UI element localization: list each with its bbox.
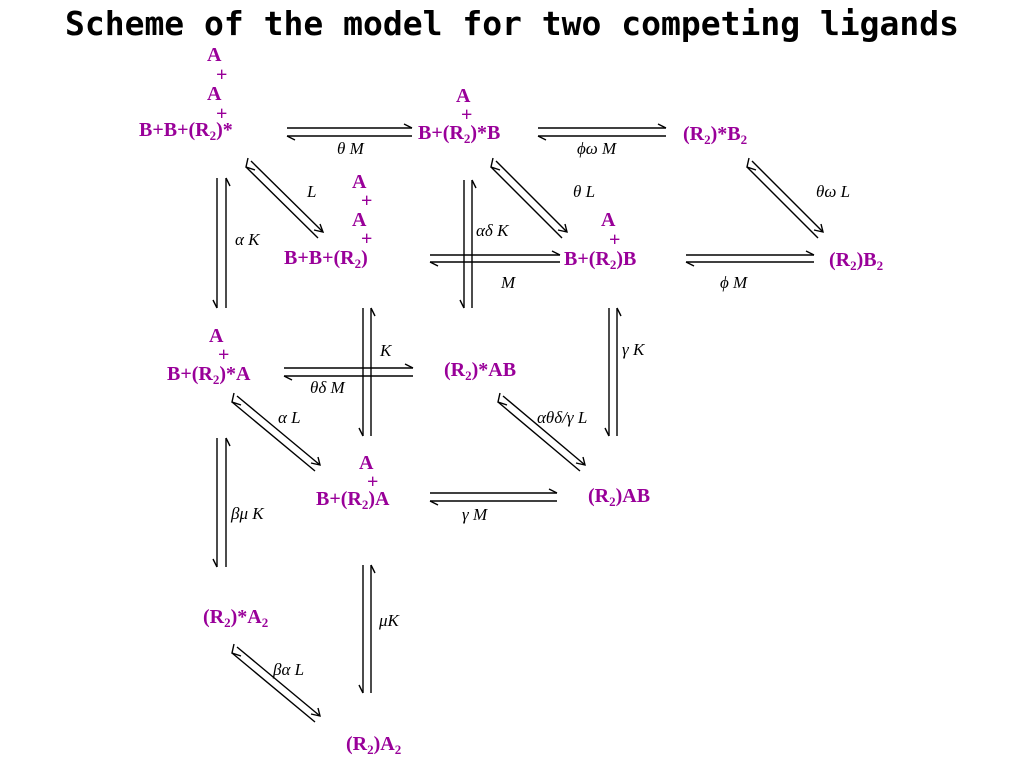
arrow-diag5-back — [497, 401, 581, 472]
ligand-plus: + — [609, 229, 621, 251]
rate-phi-omega-m: ϕω M — [577, 139, 617, 158]
arrow-diag5-forward — [502, 395, 586, 466]
rate-m: M — [501, 273, 516, 292]
species-b-r2-star-a: B+(R2)*A — [167, 363, 251, 387]
species-b-r2-b: B+(R2)B — [564, 248, 637, 272]
rate-theta-omega-l: θω L — [816, 182, 851, 201]
rate-theta-l: θ L — [573, 182, 596, 201]
ligand-a: A — [207, 83, 222, 105]
rate-mu-k: μK — [379, 611, 399, 630]
arrow-diag3-back — [746, 166, 819, 239]
arrow-diag1-forward — [250, 160, 324, 233]
ligand-plus: + — [216, 103, 228, 125]
species-b-r2-a: B+(R2)A — [316, 488, 390, 512]
rate-l: L — [307, 182, 317, 201]
ligand-plus: + — [461, 104, 473, 126]
ligand-a: A — [352, 171, 367, 193]
species-bb-r2-star: B+B+(R2)* — [139, 119, 233, 143]
rate-gamma-m: γ M — [462, 505, 488, 524]
rate-phi-m: ϕ M — [720, 273, 748, 292]
ligand-plus: + — [361, 228, 373, 250]
arrow-diag4-forward — [236, 395, 321, 466]
arrow-diag1-back — [245, 166, 319, 239]
arrow-diag3-forward — [751, 160, 824, 233]
rate-theta-delta-m: θδ M — [310, 378, 345, 397]
arrow-diag2-back — [490, 166, 563, 239]
species-r2-b2: (R2)B2 — [829, 249, 884, 273]
species-r2-ab: (R2)AB — [588, 485, 651, 509]
rate-alpha-l: α L — [278, 408, 301, 427]
species-r2-star-b2: (R2)*B2 — [683, 123, 748, 147]
arrow-diag4-back — [231, 401, 316, 472]
ligand-plus: + — [218, 344, 230, 366]
arrow-diag6-forward — [236, 646, 321, 717]
ligand-a: A — [601, 209, 616, 231]
ligand-a: A — [209, 325, 224, 347]
ligand-plus: + — [361, 190, 373, 212]
ligand-a: A — [456, 85, 471, 107]
rate-gamma-k: γ K — [622, 340, 645, 359]
ligand-a: A — [207, 44, 222, 66]
ligand-plus: + — [367, 471, 379, 493]
rate-beta-mu-k: βμ K — [231, 504, 264, 523]
ligand-a: A — [359, 452, 374, 474]
arrow-diag2-forward — [495, 160, 568, 233]
arrow-diag6-back — [231, 652, 316, 723]
rate-k: K — [380, 341, 392, 360]
species-r2-star-a2: (R2)*A2 — [203, 606, 269, 630]
rate-theta-m: θ M — [337, 139, 364, 158]
species-b-r2-star-b: B+(R2)*B — [418, 122, 501, 146]
species-bb-r2: B+B+(R2) — [284, 247, 368, 271]
species-r2-a2: (R2)A2 — [346, 733, 402, 757]
rate-alpha-theta-delta-gamma-l: αθδ/γ L — [537, 408, 588, 427]
rate-alpha-delta-k: αδ K — [476, 221, 509, 240]
page-title: Scheme of the model for two competing li… — [64, 4, 960, 43]
rate-beta-alpha-l: βα L — [273, 660, 305, 679]
ligand-a: A — [352, 209, 367, 231]
ligand-plus: + — [216, 64, 228, 86]
species-r2-star-ab: (R2)*AB — [444, 359, 517, 383]
rate-alpha-k: α K — [235, 230, 260, 249]
